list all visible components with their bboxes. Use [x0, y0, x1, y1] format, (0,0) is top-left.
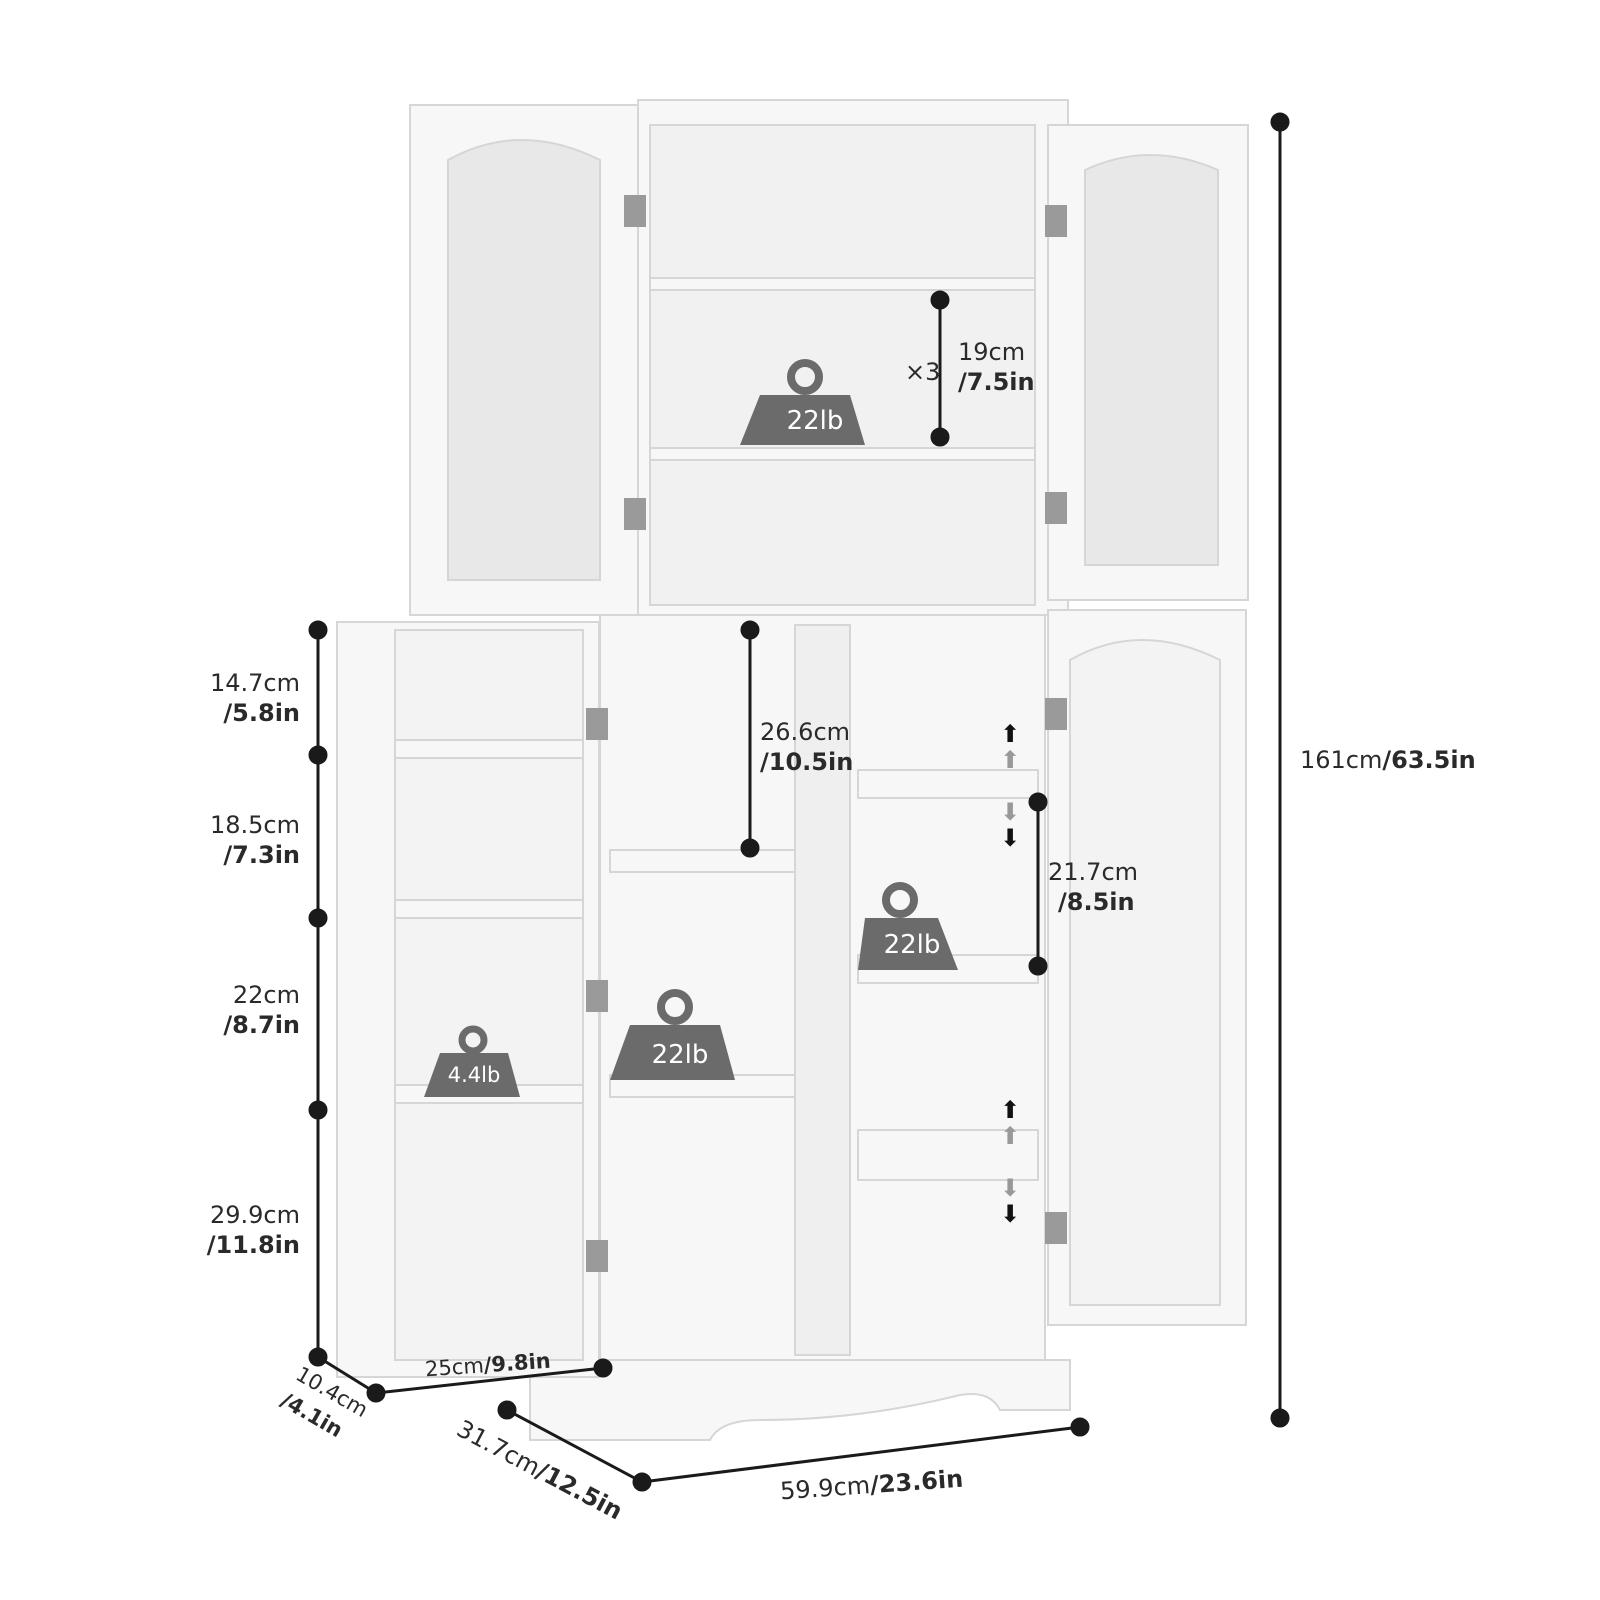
door-rack — [394, 739, 584, 759]
lower-right-door-panel — [1069, 639, 1221, 1306]
arrow-down-icon: ⬇ — [1000, 1200, 1020, 1228]
right-shelf-gap-label: 21.7cm/8.5in — [1048, 858, 1139, 916]
shelf-count-label: ×3 — [905, 358, 941, 386]
upper-shelf-gap-label: 19cm/7.5in — [958, 338, 1035, 396]
arrow-up-icon: ⬆ — [1000, 1096, 1020, 1124]
total-height-label: 161cm/63.5in — [1300, 746, 1476, 774]
arrow-down-icon: ⬇ — [1000, 1174, 1020, 1202]
upper-right-door-glass — [1084, 154, 1219, 566]
weight-icons — [424, 359, 958, 1097]
weight-icon — [740, 395, 865, 445]
door-rack — [394, 899, 584, 919]
base-plinth — [529, 1359, 1071, 1441]
arrow-up-icon: ⬆ — [1000, 1122, 1020, 1150]
divider — [794, 624, 851, 1356]
weight-icon — [424, 1053, 520, 1097]
door-rack-3-label: 22cm/8.7in — [223, 981, 300, 1039]
upper-shelf — [649, 447, 1036, 461]
arrow-up-icon: ⬆ — [1000, 746, 1020, 774]
arrow-up-icon: ⬆ — [1000, 720, 1020, 748]
middle-compartment-label: 26.6cm/10.5in — [760, 718, 854, 776]
hinge-icon — [586, 708, 608, 740]
weight-label: 22lb — [883, 930, 941, 960]
hinge-icon — [624, 195, 646, 227]
right-shelf — [857, 769, 1039, 799]
weight-label: 22lb — [786, 406, 844, 436]
hinge-icon — [586, 1240, 608, 1272]
hinge-icon — [624, 498, 646, 530]
adjustable-arrows: ⬆⬆ ⬇⬇ ⬆⬆ ⬇⬇ — [1000, 720, 1020, 1228]
door-rack-1-label: 14.7cm/5.8in — [209, 669, 300, 727]
hinge-icon — [1045, 1212, 1067, 1244]
upper-left-door-glass — [447, 139, 601, 581]
arrow-down-icon: ⬇ — [1000, 824, 1020, 852]
door-rack-4-label: 29.9cm/11.8in — [206, 1201, 300, 1259]
hinge-icon — [1045, 205, 1067, 237]
middle-shelf — [609, 849, 796, 873]
hinge-icon — [586, 980, 608, 1012]
hinge-icon — [1045, 698, 1067, 730]
weight-label: 22lb — [651, 1040, 709, 1070]
hinges — [586, 195, 1067, 1272]
arrow-down-icon: ⬇ — [1000, 798, 1020, 826]
door-rack-2-label: 18.5cm/7.3in — [209, 811, 300, 869]
weight-icon — [610, 1025, 735, 1080]
upper-cabinet-interior — [649, 124, 1036, 606]
weight-label: 4.4lb — [447, 1063, 501, 1087]
dimension-lines — [308, 112, 1290, 1492]
hinge-icon — [1045, 492, 1067, 524]
right-shelf — [857, 1129, 1039, 1181]
weight-icon — [858, 918, 958, 970]
upper-shelf — [649, 277, 1036, 291]
